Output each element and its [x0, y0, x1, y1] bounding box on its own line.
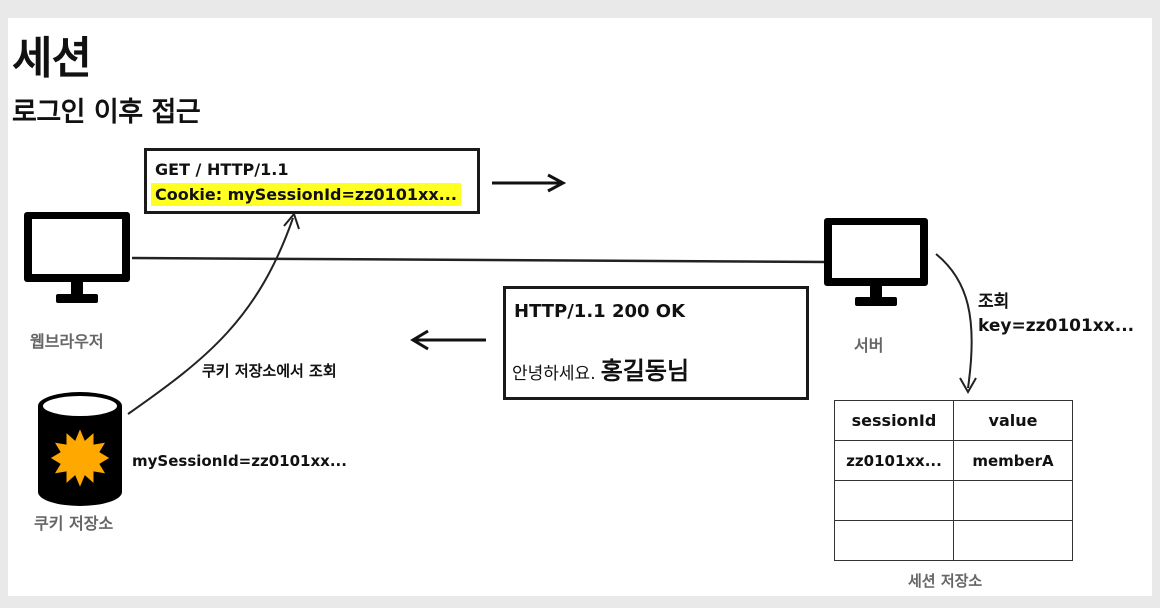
session-store-table: sessionId value zz0101xx... memberA: [834, 400, 1073, 561]
monitor-icon: [24, 212, 130, 303]
response-arrow: [410, 329, 486, 351]
cookie-lookup-arrow: [127, 211, 300, 415]
table-row: zz0101xx... memberA: [834, 440, 1073, 481]
database-icon: [38, 392, 122, 506]
table-row: [834, 480, 1073, 521]
server-label: 서버: [854, 336, 884, 355]
table-header-cell: sessionId: [834, 400, 954, 441]
cookie-entry: mySessionId=zz0101xx...: [132, 452, 347, 470]
request-line: GET / HTTP/1.1: [155, 160, 289, 179]
table-cell: memberA: [953, 440, 1073, 481]
session-store-label: 세션 저장소: [908, 572, 983, 590]
page-title: 세션: [12, 33, 92, 84]
table-cell: [834, 480, 954, 521]
cookie-store-label: 쿠키 저장소: [34, 514, 114, 533]
user-name-text: 홍길동님: [600, 357, 690, 385]
page-subtitle: 로그인 이후 접근: [12, 97, 201, 128]
response-body: 안녕하세요. 홍길동님: [512, 351, 689, 386]
table-cell: zz0101xx...: [834, 440, 954, 481]
lookup-key: key=zz0101xx...: [978, 316, 1135, 336]
table-header-row: sessionId value: [834, 400, 1073, 441]
connectors: [127, 173, 977, 415]
table-cell: [953, 480, 1073, 521]
cookie-header: Cookie: mySessionId=zz0101xx...: [151, 183, 461, 206]
lookup-title: 조회: [978, 292, 1010, 312]
table-row: [834, 520, 1073, 561]
slide: 세션 로그인 이후 접근 GET / HTTP/1.1 Cookie: mySe…: [8, 18, 1152, 596]
table-cell: [953, 520, 1073, 561]
browser-label: 웹브라우저: [30, 332, 104, 351]
session-lookup-arrow: [935, 253, 977, 395]
table-header-cell: value: [953, 400, 1073, 441]
table-cell: [834, 520, 954, 561]
connection-line: [131, 256, 829, 264]
cookie-lookup-label: 쿠키 저장소에서 조회: [202, 362, 337, 380]
status-line: HTTP/1.1 200 OK: [514, 301, 686, 322]
request-arrow: [492, 173, 567, 193]
http-request-box: GET / HTTP/1.1 Cookie: mySessionId=zz010…: [144, 148, 480, 214]
http-response-box: HTTP/1.1 200 OK 안녕하세요. 홍길동님: [503, 286, 809, 400]
session-lookup-label: 조회 key=zz0101xx...: [978, 290, 1134, 338]
starburst-icon: [49, 426, 111, 490]
server-monitor-icon: [824, 218, 928, 306]
greeting-text: 안녕하세요.: [512, 364, 596, 384]
